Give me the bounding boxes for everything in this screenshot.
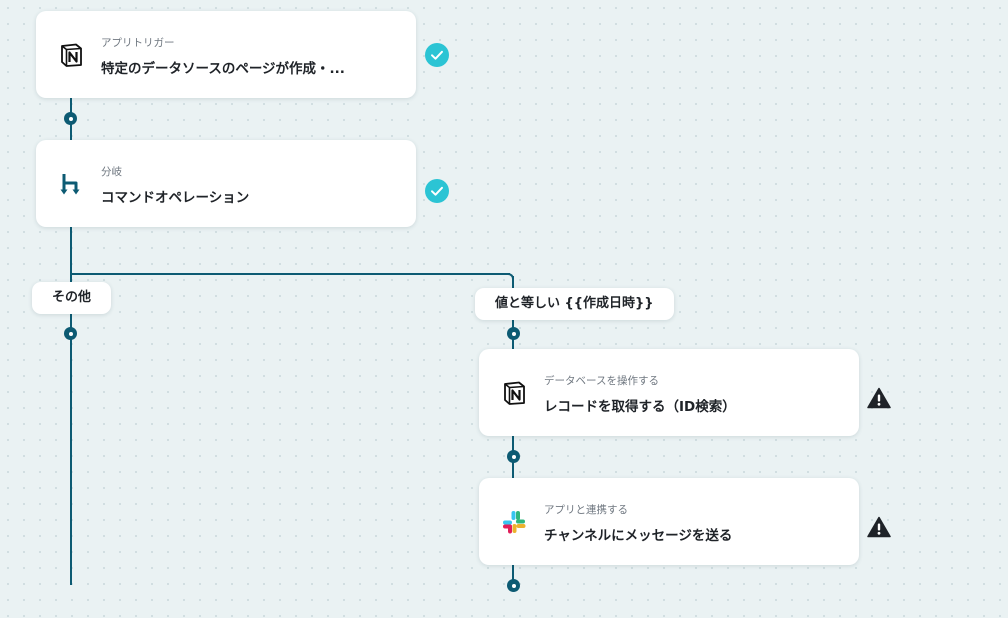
warning-icon bbox=[867, 515, 891, 539]
step-category: アプリトリガー bbox=[101, 37, 175, 49]
step-title: 特定のデータソースのページが作成・... bbox=[101, 61, 345, 77]
step-card-slack[interactable]: アプリと連携する チャンネルにメッセージを送る bbox=[479, 478, 859, 565]
branch-icon bbox=[58, 171, 84, 197]
notion-icon bbox=[58, 42, 84, 68]
flow-line bbox=[70, 227, 72, 585]
step-card-database[interactable]: データベースを操作する レコードを取得する（ID検索） bbox=[479, 349, 859, 436]
step-title: レコードを取得する（ID検索） bbox=[544, 399, 736, 415]
branch-label-condition[interactable]: 値と等しい {{作成日時}} bbox=[475, 288, 674, 320]
step-title: コマンドオペレーション bbox=[101, 190, 250, 206]
add-step-connector[interactable] bbox=[507, 579, 520, 592]
step-title: チャンネルにメッセージを送る bbox=[544, 528, 733, 544]
add-step-connector[interactable] bbox=[507, 327, 520, 340]
add-step-connector[interactable] bbox=[64, 327, 77, 340]
add-step-connector[interactable] bbox=[507, 450, 520, 463]
slack-icon bbox=[501, 509, 527, 535]
flow-line bbox=[512, 565, 514, 585]
flow-line bbox=[70, 273, 510, 275]
flow-line bbox=[508, 273, 514, 279]
step-category: データベースを操作する bbox=[544, 375, 659, 387]
step-card-app-trigger[interactable]: アプリトリガー 特定のデータソースのページが作成・... bbox=[36, 11, 416, 98]
notion-icon bbox=[501, 380, 527, 406]
check-icon bbox=[425, 43, 449, 67]
check-icon bbox=[425, 179, 449, 203]
step-category: 分岐 bbox=[101, 166, 122, 178]
add-step-connector[interactable] bbox=[64, 112, 77, 125]
step-card-branch[interactable]: 分岐 コマンドオペレーション bbox=[36, 140, 416, 227]
branch-label-other[interactable]: その他 bbox=[32, 282, 112, 314]
step-category: アプリと連携する bbox=[544, 504, 628, 516]
warning-icon bbox=[867, 386, 891, 410]
